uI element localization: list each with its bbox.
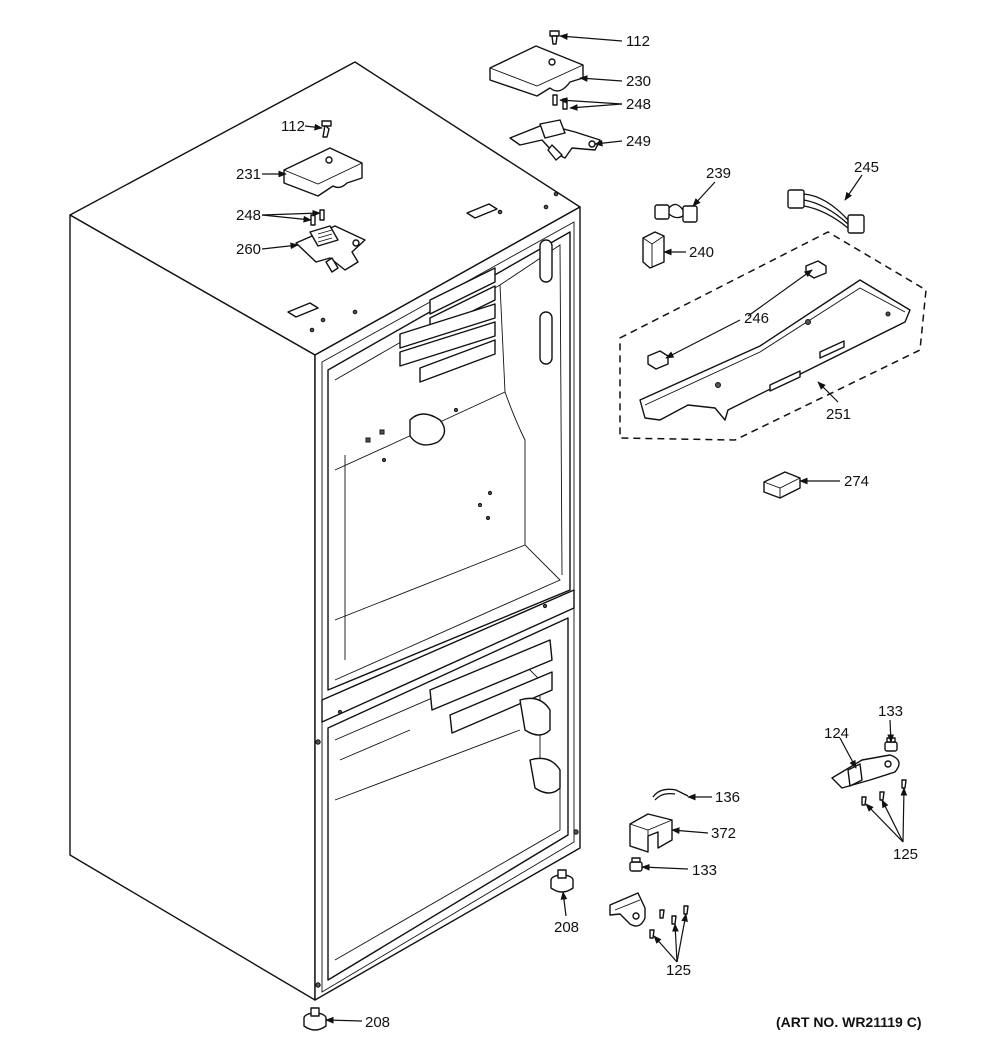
wire-harness-245 [787,189,865,234]
screws-248-right [552,94,568,110]
bushing-133-lower [629,857,643,872]
hinge-lower [609,892,646,927]
connector-240 [642,231,665,269]
callout-240: 240 [689,244,714,261]
art-number: (ART NO. WR21119 C) [776,1014,921,1030]
callout-274: 274 [844,473,869,490]
hinge-249 [509,119,601,161]
callout-251: 251 [826,406,851,423]
callout-208-right: 208 [554,919,579,936]
callout-133-lower: 133 [692,862,717,879]
assembly-outline-251 [619,231,927,441]
callout-372: 372 [711,825,736,842]
screw-112-left [321,120,332,138]
callout-208-bottom: 208 [365,1014,390,1031]
screw-112-right [549,30,560,45]
clip-136 [652,788,689,801]
bracket-372 [629,813,673,853]
callout-231: 231 [236,166,261,183]
block-274 [763,471,801,499]
refrigerator-cabinet [69,61,581,1001]
leveling-leg-208-right [550,869,574,893]
callout-248-right: 248 [626,96,651,113]
air-vent-grille [399,267,496,383]
callout-230: 230 [626,73,651,90]
switch-246-upper [805,260,827,279]
callout-246: 246 [744,310,769,327]
callout-260: 260 [236,241,261,258]
wire-harness-239 [654,203,698,223]
callout-125-lower: 125 [666,962,691,979]
callout-133-right: 133 [878,703,903,720]
callout-136: 136 [715,789,740,806]
hinge-260 [295,225,366,273]
hinge-cover-231 [283,147,363,197]
callout-labels: 112 230 248 249 112 231 248 260 239 245 … [236,33,921,1031]
leveling-leg-208-bottom [303,1007,327,1031]
callout-239: 239 [706,165,731,182]
screws-125-upper [861,779,907,806]
callout-125-right: 125 [893,846,918,863]
callout-248-left: 248 [236,207,261,224]
hinge-cover-230 [489,45,584,97]
callout-124: 124 [824,725,849,742]
callout-112-left: 112 [281,118,305,135]
switch-246-lower [647,350,669,370]
bracket-251 [639,279,911,421]
callout-249: 249 [626,133,651,150]
callout-112-top-right: 112 [626,33,650,50]
leader-lines [261,33,908,1024]
hinge-124 [831,754,900,789]
callout-245: 245 [854,159,879,176]
